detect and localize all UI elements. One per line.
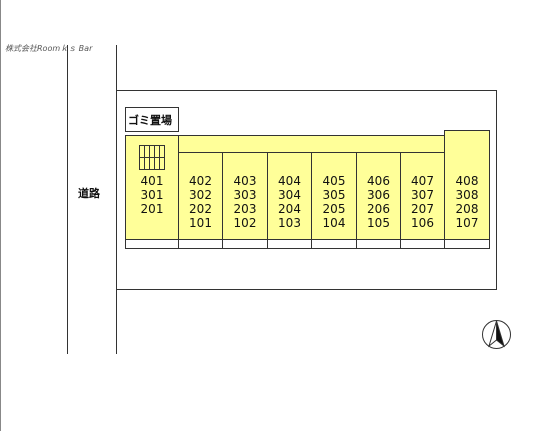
unit-number-label: 202 <box>189 202 212 216</box>
unit-number-label: 306 <box>367 188 390 202</box>
unit-number-label: 207 <box>411 202 434 216</box>
unit-cell <box>267 152 312 240</box>
unit-number-label: 405 <box>323 174 346 188</box>
balcony-strip <box>125 239 490 249</box>
unit-number-label: 107 <box>456 216 479 230</box>
unit-number-label: 101 <box>189 216 212 230</box>
unit-number-label: 308 <box>456 188 479 202</box>
unit-number-label: 402 <box>189 174 212 188</box>
garbage-area <box>125 107 179 132</box>
unit-cell <box>178 152 223 240</box>
unit-number-label: 305 <box>323 188 346 202</box>
unit-number-label: 408 <box>456 174 479 188</box>
unit-number-label: 204 <box>278 202 301 216</box>
balcony-dividers <box>178 239 445 249</box>
unit-number-label: 104 <box>323 216 346 230</box>
unit-number-label: 301 <box>141 188 164 202</box>
east-end-block <box>444 130 490 240</box>
road-label: 道路 <box>78 186 101 200</box>
unit-number-label: 302 <box>189 188 212 202</box>
unit-number-label: 406 <box>367 174 390 188</box>
unit-number-label: 203 <box>234 202 257 216</box>
lot-boundary <box>116 90 497 290</box>
unit-number-label: 206 <box>367 202 390 216</box>
unit-number-label: 205 <box>323 202 346 216</box>
unit-number-label: 401 <box>141 174 164 188</box>
unit-number-label: 201 <box>141 202 164 216</box>
unit-cell <box>400 152 445 240</box>
staircase-icon <box>139 145 165 170</box>
unit-number-label: 404 <box>278 174 301 188</box>
unit-number-label: 403 <box>234 174 257 188</box>
unit-number-label: 102 <box>234 216 257 230</box>
unit-cells <box>178 152 445 240</box>
unit-number-label: 304 <box>278 188 301 202</box>
unit-labels: 4013012014023022021014033032031024043042… <box>141 174 479 230</box>
garbage-label: ゴミ置場 <box>128 113 172 127</box>
unit-cell <box>222 152 268 240</box>
watermark-text: 株式会社Roomｋｓ Bar <box>5 44 93 53</box>
unit-number-label: 407 <box>411 174 434 188</box>
unit-number-label: 307 <box>411 188 434 202</box>
unit-number-label: 106 <box>411 216 434 230</box>
unit-number-label: 103 <box>278 216 301 230</box>
unit-number-label: 303 <box>234 188 257 202</box>
north-arrow-icon <box>482 320 511 349</box>
unit-number-label: 208 <box>456 202 479 216</box>
unit-number-label: 105 <box>367 216 390 230</box>
